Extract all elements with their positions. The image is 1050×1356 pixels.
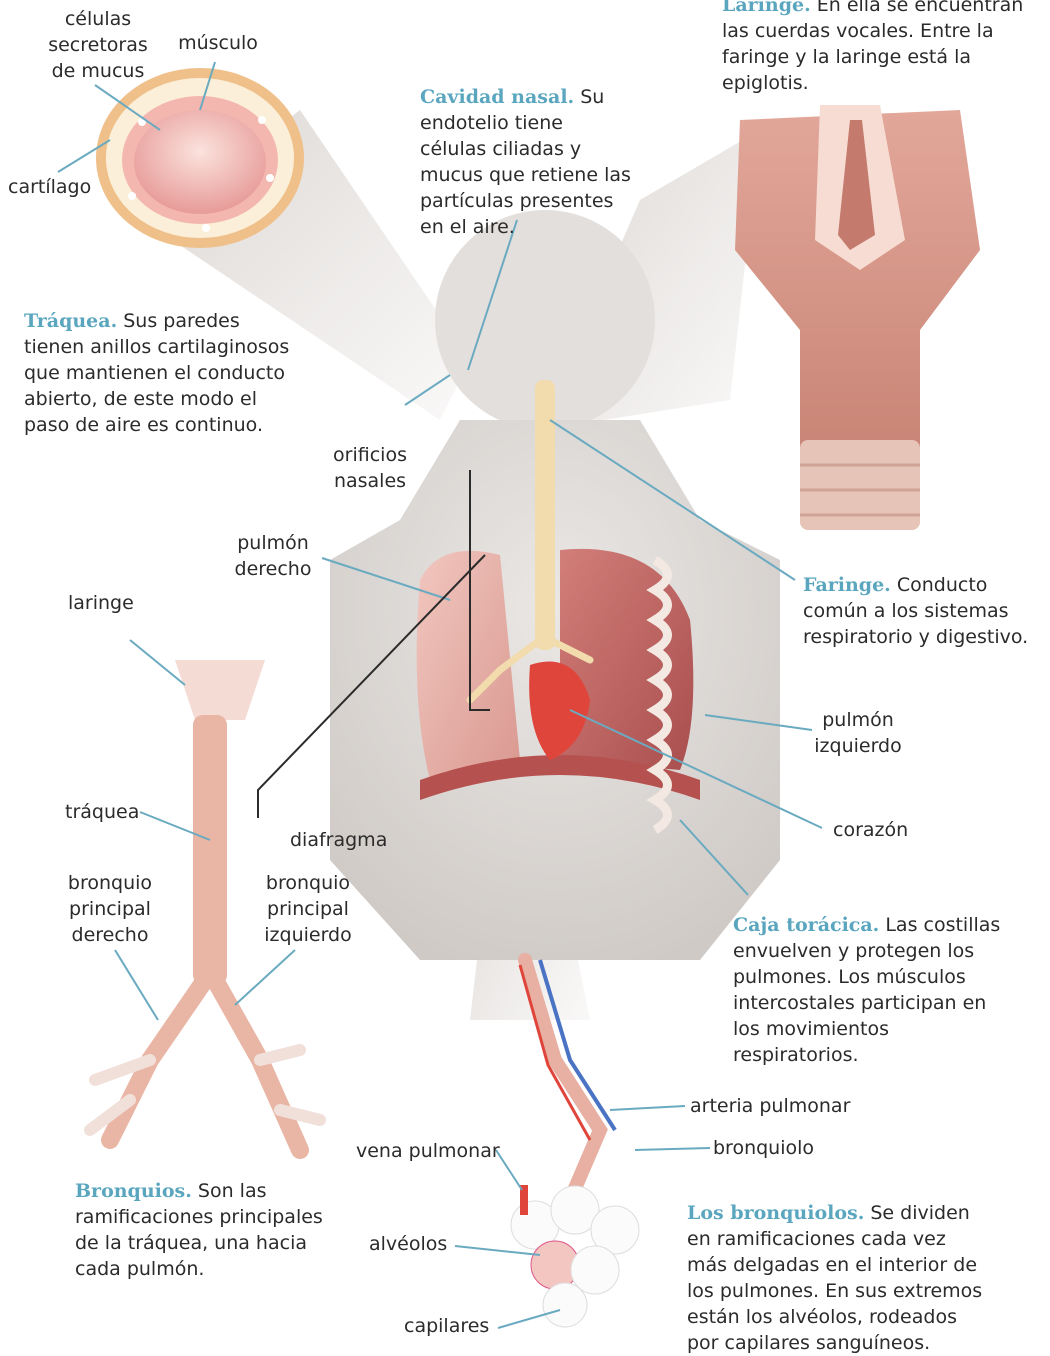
callout-bronquiolos-body: Se dividen en ramificaciones cada vez má…	[687, 1202, 982, 1354]
callout-bronquiolos-heading: Los bronquiolos.	[687, 1202, 864, 1224]
callout-bronquios: Bronquios. Son las ramificaciones princi…	[75, 1178, 325, 1282]
label-corazon: corazón	[833, 817, 908, 843]
label-capilares: capilares	[404, 1313, 489, 1339]
label-bronquio-principal-derecho: bronquio principal derecho	[58, 870, 162, 948]
label-pulmon-izquierdo: pulmón izquierdo	[806, 707, 910, 759]
trachea-cross-section	[96, 68, 304, 248]
label-vena-pulmonar: vena pulmonar	[356, 1138, 500, 1164]
label-diafragma: diafragma	[290, 827, 387, 853]
label-pulmon-derecho: pulmón derecho	[228, 530, 318, 582]
callout-cavidad-nasal-heading: Cavidad nasal.	[420, 86, 574, 108]
callout-caja-toracica-body: Las costillas envuelven y protegen los p…	[733, 914, 1000, 1066]
callout-bronquiolos: Los bronquiolos. Se dividen en ramificac…	[687, 1200, 987, 1356]
larynx-illustration	[735, 105, 980, 530]
label-cartilago: cartílago	[8, 174, 91, 200]
callout-laringe: Laringe. En ella se encuentran las cuerd…	[722, 0, 1048, 96]
callout-faringe: Faringe. Conducto común a los sistemas r…	[803, 572, 1035, 650]
callout-laringe-heading: Laringe.	[722, 0, 811, 16]
label-traquea: tráquea	[65, 799, 139, 825]
callout-cavidad-nasal-body: Su endotelio tiene células ciliadas y mu…	[420, 86, 631, 238]
callout-cavidad-nasal: Cavidad nasal. Su endotelio tiene célula…	[420, 84, 635, 240]
label-bronquio-principal-izquierdo: bronquio principal izquierdo	[256, 870, 360, 948]
label-bronquiolo: bronquiolo	[713, 1135, 814, 1161]
callout-faringe-heading: Faringe.	[803, 574, 891, 596]
callout-traquea-heading: Tráquea.	[24, 310, 117, 332]
callout-caja-toracica-heading: Caja torácica.	[733, 914, 879, 936]
label-laringe: laringe	[68, 590, 134, 616]
label-orificios-nasales: orificios nasales	[325, 442, 415, 494]
label-alveolos: alvéolos	[369, 1231, 447, 1257]
callout-traquea: Tráquea. Sus paredes tienen anillos cart…	[24, 308, 294, 438]
callout-caja-toracica: Caja torácica. Las costillas envuelven y…	[733, 912, 1003, 1068]
label-celulas-secretoras: células secretoras de mucus	[38, 6, 158, 84]
label-musculo: músculo	[170, 30, 266, 56]
label-arteria-pulmonar: arteria pulmonar	[690, 1093, 850, 1119]
callout-bronquios-heading: Bronquios.	[75, 1180, 192, 1202]
